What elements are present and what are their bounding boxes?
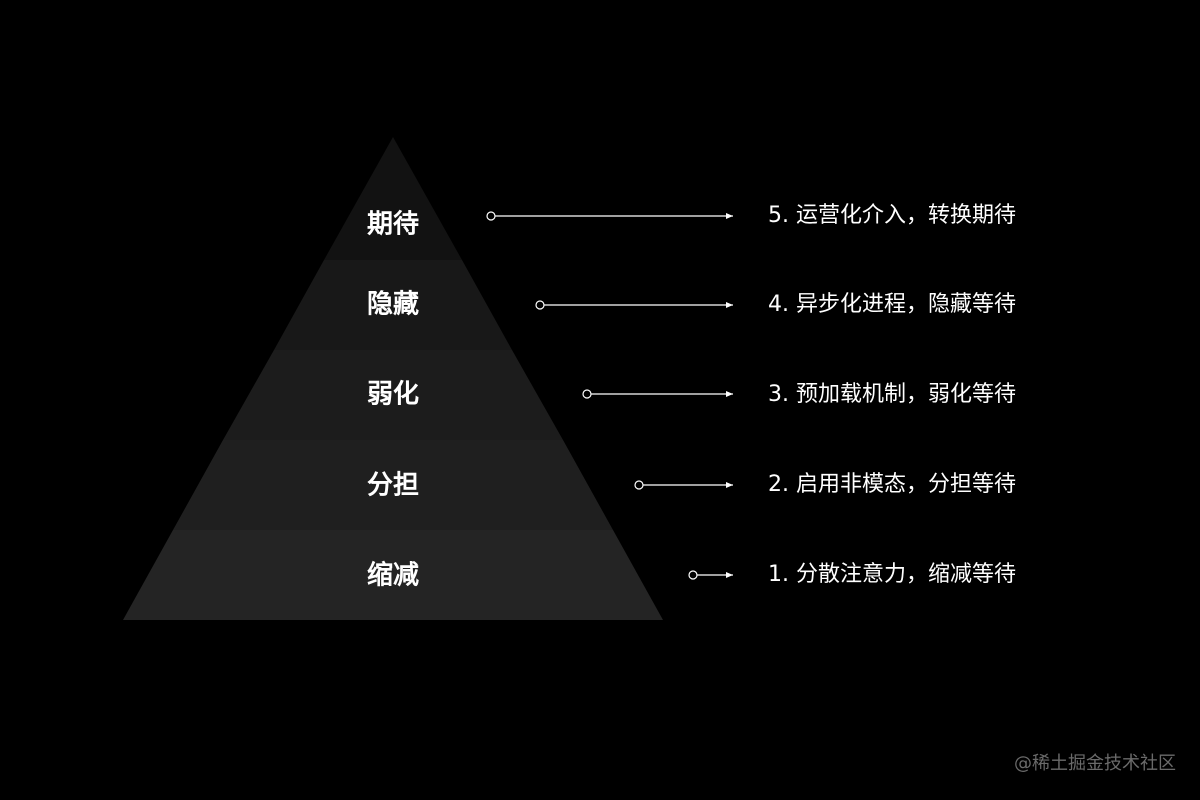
connector-1 xyxy=(688,570,733,580)
connector-2 xyxy=(634,480,733,490)
tier-label-1: 缩减 xyxy=(367,560,419,591)
connector-5 xyxy=(486,211,733,221)
tier-description-1: 1. 分散注意力，缩减等待 xyxy=(768,562,1016,587)
tier-description-2: 2. 启用非模态，分担等待 xyxy=(768,472,1016,497)
pyramid-tier-1 xyxy=(123,530,663,620)
connector-start-dot xyxy=(582,389,592,399)
connector-start-dot xyxy=(486,211,496,221)
tier-description-3: 3. 预加载机制，弱化等待 xyxy=(768,382,1016,407)
tier-description-5: 5. 运营化介入，转换期待 xyxy=(768,203,1016,228)
tier-label-5: 期待 xyxy=(367,210,419,240)
connector-start-dot xyxy=(634,480,644,490)
tier-description-4: 4. 异步化进程，隐藏等待 xyxy=(768,292,1016,317)
connector-3 xyxy=(582,389,733,399)
pyramid-tier-2 xyxy=(173,440,613,530)
connector-4 xyxy=(535,300,733,310)
connector-start-dot xyxy=(535,300,545,310)
pyramid-tier-3 xyxy=(223,350,563,440)
connector-start-dot xyxy=(688,570,698,580)
tier-label-4: 隐藏 xyxy=(367,290,419,320)
tier-label-3: 弱化 xyxy=(367,380,419,410)
tier-label-2: 分担 xyxy=(367,471,419,501)
watermark: @稀土掘金技术社区 xyxy=(1014,753,1176,774)
pyramid-tier-4 xyxy=(274,260,512,350)
pyramid-tier-5 xyxy=(324,137,462,260)
